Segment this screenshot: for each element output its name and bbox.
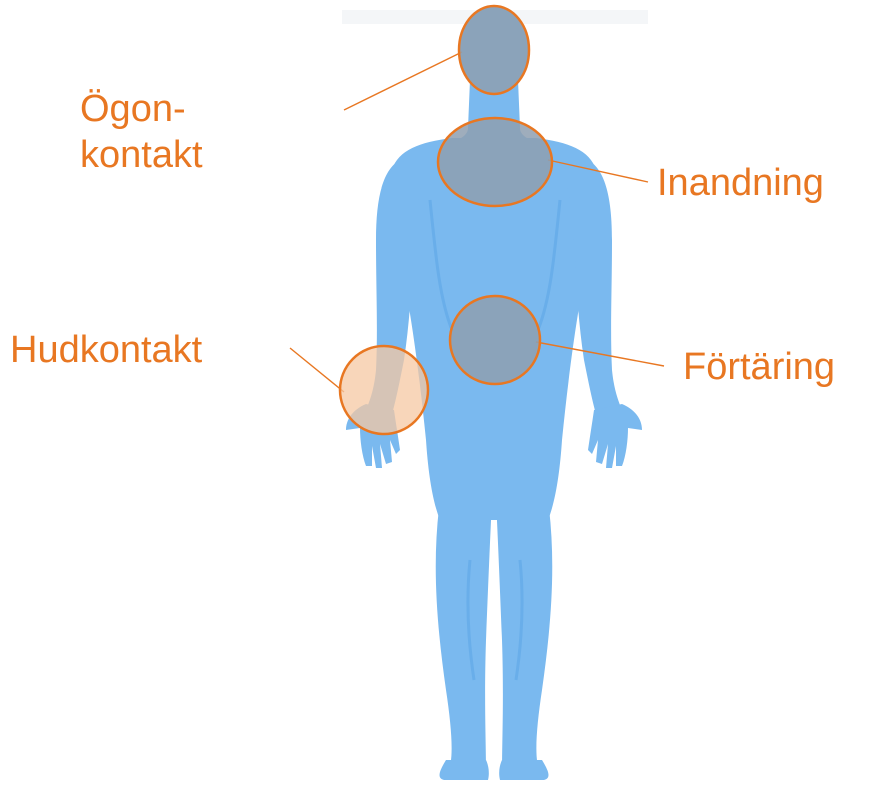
right-hand <box>588 404 642 468</box>
ingestion-label: Förtäring <box>683 344 835 390</box>
inhalation-marker <box>438 118 552 206</box>
eye-contact-marker <box>459 6 529 94</box>
ingestion-marker <box>450 296 540 384</box>
right-foot <box>499 760 548 780</box>
eye-leader-line <box>344 52 462 110</box>
left-foot <box>440 760 489 780</box>
skin-contact-marker <box>340 346 428 434</box>
skin-contact-label: Hudkontakt <box>10 327 202 373</box>
right-leg <box>496 500 552 772</box>
eye-contact-label-line-1: Ögon- <box>80 86 203 132</box>
eye-contact-label: Ögon- kontakt <box>80 86 203 178</box>
eye-contact-label-line-2: kontakt <box>80 132 203 178</box>
left-leg <box>436 500 492 772</box>
inhalation-label: Inandning <box>657 160 824 206</box>
skin-leader-line <box>290 348 344 392</box>
